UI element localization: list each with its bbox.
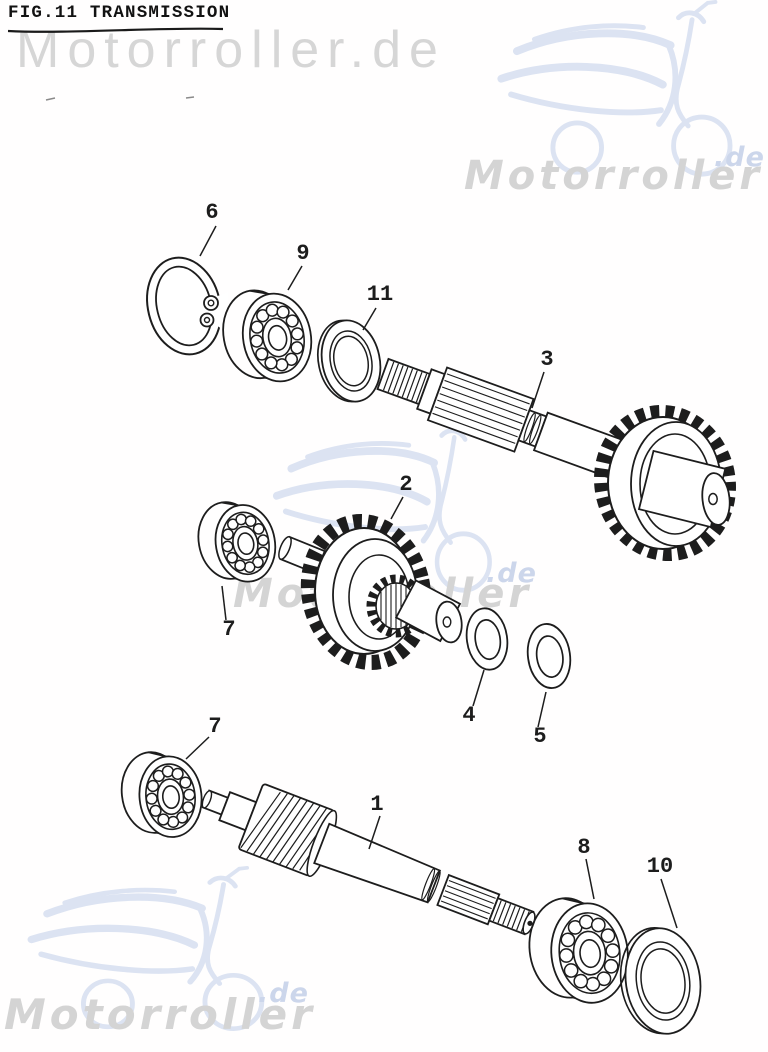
part-shaft-3: [376, 357, 736, 562]
part-seal-11: [310, 313, 388, 409]
title-underline: [7, 27, 224, 33]
watermark-motorroller-bottom: Motorroller: [4, 990, 316, 1039]
part-bearing-7-lower: [117, 746, 206, 843]
callout-9: 9: [296, 241, 309, 266]
watermark-de-right: .de: [714, 142, 765, 173]
part-washer-5: [523, 620, 575, 692]
ink-marks: [45, 96, 195, 101]
part-bearing-8: [524, 891, 634, 1010]
part-seal-10: [613, 921, 708, 1040]
part-gear-2: [278, 514, 463, 670]
watermark-de-center: .de: [486, 558, 537, 589]
part-bearing-7-upper: [192, 494, 282, 590]
callout-1: 1: [370, 792, 383, 817]
callout-10: 10: [647, 854, 673, 879]
watermark-de-bottom: .de: [258, 978, 309, 1009]
callout-2: 2: [399, 472, 412, 497]
part-circlip-6: [146, 256, 228, 356]
callout-3: 3: [540, 347, 553, 372]
callout-7-upper: 7: [222, 617, 235, 642]
watermark-motorroller-large: Motorroller.de: [16, 21, 446, 79]
watermark-motorroller-right: Motorroller: [464, 153, 764, 199]
callout-11: 11: [367, 282, 393, 307]
callout-leader-lines: [185, 225, 678, 929]
callout-5: 5: [533, 724, 546, 749]
part-bearing-9: [215, 281, 319, 391]
callout-8: 8: [577, 835, 590, 860]
part-washer-4: [462, 605, 512, 673]
callout-6: 6: [205, 200, 218, 225]
callout-7-lower: 7: [208, 714, 221, 739]
figure-title: FIG.11 TRANSMISSION: [8, 3, 231, 23]
part-shaft-1: [201, 783, 536, 936]
callout-4: 4: [462, 703, 475, 728]
